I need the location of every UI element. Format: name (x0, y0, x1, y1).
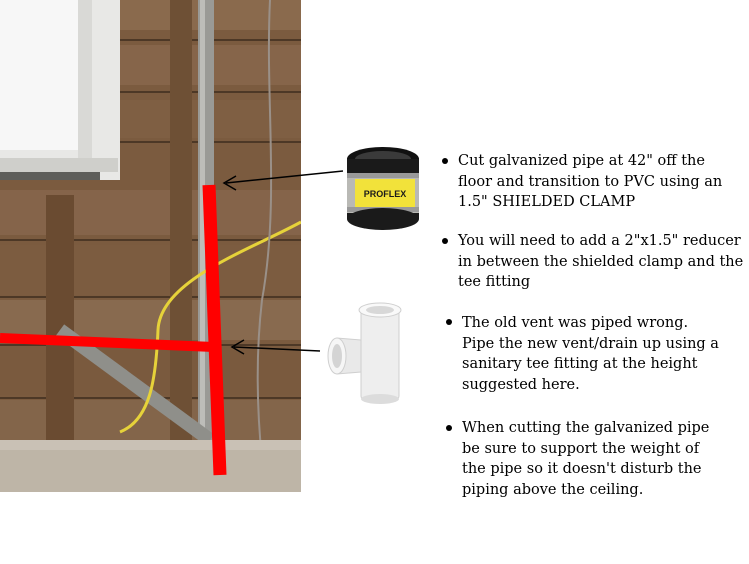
bullet-4 (446, 425, 452, 431)
window (0, 0, 120, 180)
bullet-2 (442, 238, 448, 244)
wall-photo-drawing (0, 0, 301, 492)
red-markup (0, 184, 227, 476)
note-2: You will need to add a 2"x1.5" reducer i… (458, 233, 744, 290)
wall-photo (0, 0, 301, 492)
clamp-label: PROFLEX (364, 189, 407, 199)
old-vent-pipe (55, 324, 215, 446)
wall-stud (46, 195, 74, 445)
shielded-clamp-image: PROFLEX (347, 147, 419, 230)
bullet-3 (446, 319, 452, 325)
note-1: Cut galvanized pipe at 42" off the floor… (458, 153, 723, 210)
sanitary-tee-image (327, 302, 402, 404)
wall-stud (170, 0, 192, 470)
note-4: When cutting the galvanized pipe be sure… (462, 420, 710, 498)
yellow-wire (119, 220, 301, 434)
bullet-1 (442, 158, 448, 164)
note-3: The old vent was piped wrong. Pipe the n… (462, 315, 719, 393)
